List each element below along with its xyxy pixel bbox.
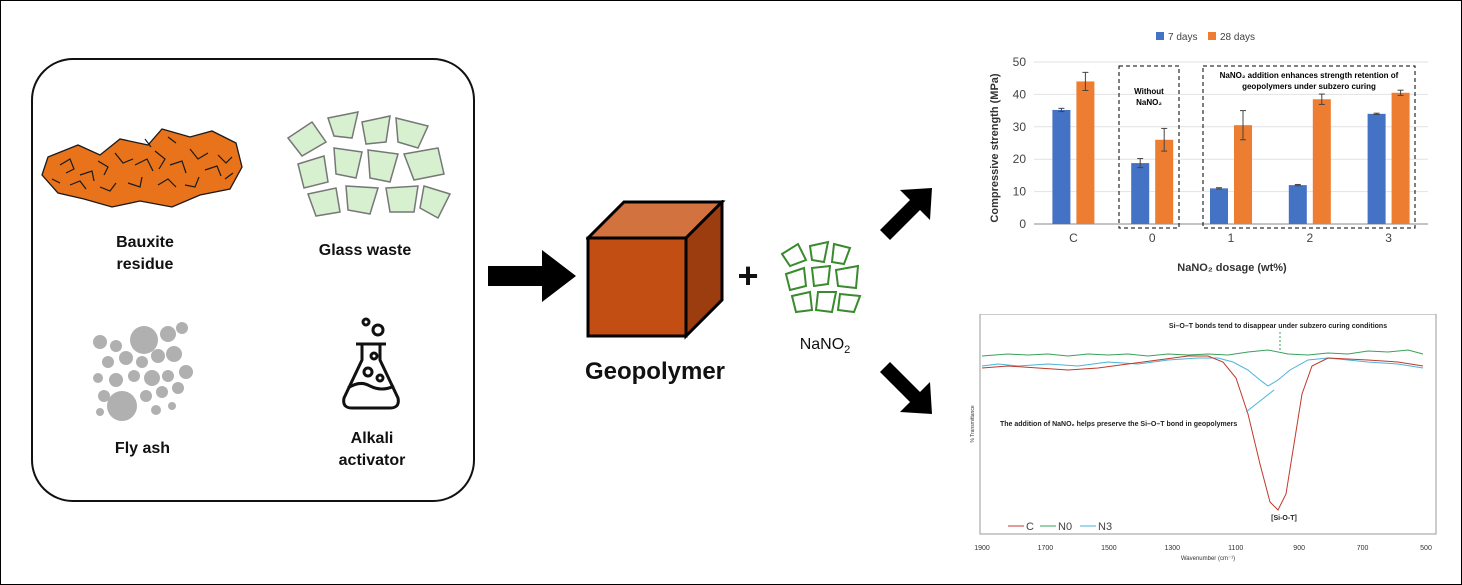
bar-28-days bbox=[1155, 139, 1174, 224]
ftir-legend-label-n0: N0 bbox=[1058, 521, 1072, 533]
nano2-fragments-icon bbox=[780, 240, 862, 314]
bar-chart-gridlines bbox=[1034, 61, 1428, 225]
ftir-series-n3 bbox=[981, 357, 1424, 387]
arrow-to-strength-chart-icon bbox=[880, 188, 932, 240]
ftir-x-tick-label: 1500 bbox=[1101, 545, 1117, 552]
enhancement-annotation-line2: geopolymers under subzero curing bbox=[1242, 82, 1376, 91]
ftir-top-annotation: Si–O–T bonds tend to disappear under sub… bbox=[1169, 323, 1387, 330]
ftir-plot-area bbox=[979, 314, 1437, 535]
ftir-middle-annotation-pointer bbox=[1245, 389, 1275, 413]
glass-waste-label: Glass waste bbox=[318, 242, 412, 259]
ftir-x-tick-label: 900 bbox=[1293, 545, 1305, 552]
alkali-activator-flask-icon bbox=[342, 317, 400, 410]
without-nano2-annotation-line2: NaNO₂ bbox=[1136, 98, 1162, 107]
without-nano2-annotation-line1: Without bbox=[1134, 87, 1164, 96]
ftir-x-ticks: 1900 1700 1500 1300 1100 900 700 500 bbox=[974, 545, 1432, 552]
geopolymer-label: Geopolymer bbox=[584, 358, 726, 385]
bar-7-days bbox=[1367, 113, 1386, 224]
ftir-y-axis-label: % Transmittance bbox=[970, 405, 976, 442]
ftir-x-tick-label: 1100 bbox=[1228, 545, 1243, 552]
bar-7-days bbox=[1288, 185, 1307, 224]
ftir-x-tick-label: 500 bbox=[1420, 545, 1432, 552]
bar-28-days bbox=[1234, 125, 1252, 224]
bar-x-tick-label: 1 bbox=[1228, 231, 1235, 245]
fly-ash-label: Fly ash bbox=[114, 440, 171, 457]
bar-chart-ticks: 0 10 20 30 40 50C 0 1 2 3 bbox=[1013, 55, 1393, 245]
ftir-x-tick-label: 1700 bbox=[1038, 545, 1054, 552]
ftir-x-tick-label: 1900 bbox=[974, 545, 990, 552]
ftir-series-c bbox=[981, 355, 1424, 511]
bar-chart-x-axis-label: NaNO₂ dosage (wt%) bbox=[1177, 262, 1287, 274]
alkali-activator-label: Alkali activator bbox=[338, 430, 406, 469]
bar-x-tick-label: 0 bbox=[1149, 231, 1156, 245]
bar-chart-y-axis-label: Compressive strength (MPa) bbox=[989, 73, 1001, 222]
bar-x-tick-label: 3 bbox=[1385, 231, 1392, 245]
compressive-strength-chart: 0 10 20 30 40 50C 0 1 2 3 Without NaNO₂ NaNO₂ add… bbox=[989, 32, 1428, 274]
bar-x-tick-label: C bbox=[1069, 231, 1078, 245]
bar-x-tick-label: 2 bbox=[1306, 231, 1313, 245]
bar-7-days bbox=[1210, 188, 1228, 224]
ftir-x-tick-label: 1300 bbox=[1164, 545, 1180, 552]
bar-28-days bbox=[1312, 99, 1331, 224]
nano2-enhancement-box bbox=[1202, 65, 1416, 229]
fly-ash-icon bbox=[93, 322, 193, 421]
bauxite-residue-label: Bauxite residue bbox=[116, 234, 174, 273]
ftir-x-axis-label: Wavenumber (cm⁻¹) bbox=[1181, 556, 1235, 562]
arrow-to-ftir-chart-icon bbox=[880, 362, 932, 414]
enhancement-annotation-line1: NaNO₂ addition enhances strength retenti… bbox=[1220, 71, 1399, 80]
bar-y-tick-label: 50 bbox=[1013, 55, 1027, 69]
bauxite-residue-icon bbox=[41, 128, 243, 208]
bar-y-tick-label: 40 bbox=[1013, 87, 1027, 101]
bar-28-days bbox=[1391, 92, 1410, 224]
arrow-to-geopolymer-icon bbox=[488, 250, 576, 302]
plus-sign: + bbox=[737, 255, 759, 296]
nano2-label: NaNO2 bbox=[799, 336, 851, 357]
bar-y-tick-label: 20 bbox=[1013, 152, 1027, 166]
bar-7-days bbox=[1052, 109, 1071, 224]
legend-label-7-days: 7 days bbox=[1168, 32, 1197, 43]
ftir-legend-label-n3: N3 bbox=[1098, 521, 1112, 533]
ftir-legend-label-c: C bbox=[1026, 521, 1034, 533]
geopolymer-cube-icon bbox=[586, 200, 726, 340]
bar-28-days bbox=[1076, 81, 1095, 224]
bar-y-tick-label: 10 bbox=[1013, 185, 1027, 199]
ftir-spectrum-chart: 1900 1700 1500 1300 1100 900 700 500 Si–O–T bon… bbox=[970, 314, 1437, 562]
ftir-middle-annotation: The addition of NaNO₂ helps preserve the… bbox=[1000, 421, 1237, 428]
raw-materials-panel bbox=[31, 58, 475, 502]
legend-label-28-days: 28 days bbox=[1220, 32, 1255, 43]
ftir-series-n0 bbox=[981, 349, 1424, 357]
without-nano2-box bbox=[1118, 65, 1180, 229]
ftir-peak-label: [Si-O-T] bbox=[1271, 515, 1297, 522]
legend-swatch-28-days bbox=[1208, 32, 1216, 40]
legend-swatch-7-days bbox=[1156, 32, 1164, 40]
ftir-x-tick-label: 700 bbox=[1357, 545, 1369, 552]
bar-y-tick-label: 30 bbox=[1013, 120, 1027, 134]
bar-chart-marks bbox=[1052, 71, 1410, 224]
glass-waste-icon bbox=[286, 111, 452, 220]
bar-7-days bbox=[1131, 163, 1150, 224]
bar-y-tick-label: 0 bbox=[1019, 217, 1026, 231]
